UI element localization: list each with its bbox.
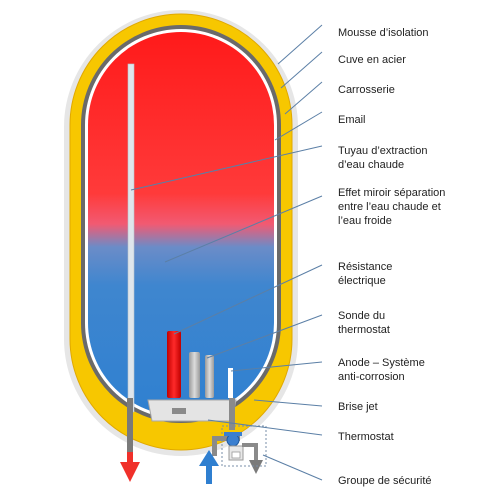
cold-water-inlet: [206, 462, 212, 484]
label-safety-group: Groupe de sécurité: [338, 475, 432, 487]
label-heating-element: Résistance électrique: [338, 261, 393, 287]
label-enamel: Email: [338, 114, 366, 126]
label-hot-water-pipe: Tuyau d’extraction d’eau chaude: [338, 145, 428, 171]
thermostat-probe: [189, 352, 200, 398]
label-thermostat-probe: Sonde du thermostat: [338, 310, 390, 336]
label-mirror-effect: Effet miroir séparation entre l’eau chau…: [338, 187, 446, 227]
label-thermostat: Thermostat: [338, 431, 394, 443]
cold-water-arrow: [199, 450, 219, 466]
thermostat-probe-2: [205, 355, 214, 398]
leader-lines: [130, 24, 323, 481]
label-insulation-foam: Mousse d’isolation: [338, 27, 429, 39]
label-steel-tank: Cuve en acier: [338, 54, 406, 66]
hot-water-pipe: [127, 63, 135, 413]
anode: [228, 368, 233, 398]
label-casing: Carrosserie: [338, 84, 395, 96]
label-anode: Anode – Système anti-corrosion: [338, 357, 425, 383]
heating-element: [167, 331, 181, 398]
cold-water-pipe: [229, 398, 235, 430]
thermostat-box: [172, 408, 186, 414]
safety-group: [221, 425, 267, 474]
label-jet-breaker: Brise jet: [338, 401, 378, 413]
hot-water-outlet: [127, 398, 133, 460]
hot-water-arrow: [120, 462, 140, 482]
water-volume: [88, 32, 274, 416]
bottom-flange: [147, 399, 237, 422]
